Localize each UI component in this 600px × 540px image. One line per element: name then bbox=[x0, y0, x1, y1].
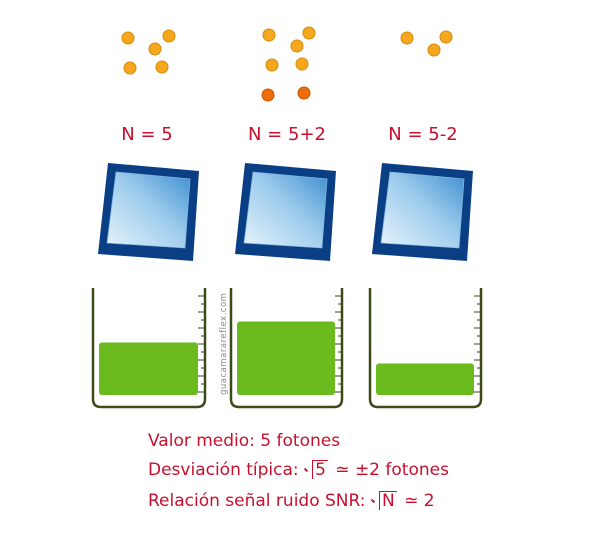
sensor-1 bbox=[98, 163, 199, 261]
sqrt-radicand: 5 bbox=[312, 460, 328, 479]
photon bbox=[265, 58, 279, 72]
photons-group-2 bbox=[261, 26, 316, 102]
bucket-1 bbox=[91, 288, 207, 409]
photon bbox=[427, 43, 441, 57]
label-n-col1: N = 5 bbox=[121, 124, 173, 145]
photon bbox=[439, 30, 453, 44]
sqrt-symbol: N bbox=[371, 491, 397, 511]
photon bbox=[400, 31, 414, 45]
caption-stddev-prefix: Desviación típica: bbox=[148, 460, 305, 480]
photon-extra bbox=[261, 88, 275, 102]
caption-snr-suffix: ≃ 2 bbox=[398, 491, 435, 511]
photon bbox=[155, 60, 169, 74]
caption-stddev-suffix: ≃ ±2 fotones bbox=[329, 460, 449, 480]
photons-group-3 bbox=[400, 30, 453, 57]
caption-mean: Valor medio: 5 fotones bbox=[148, 431, 341, 451]
photon bbox=[121, 31, 135, 45]
bucket-fill bbox=[376, 363, 474, 395]
caption-snr: Relación señal ruido SNR: N ≃ 2 bbox=[148, 491, 435, 511]
photon bbox=[262, 28, 276, 42]
caption-snr-prefix: Relación señal ruido SNR: bbox=[148, 491, 371, 511]
sensor-3 bbox=[372, 163, 473, 261]
photon bbox=[290, 39, 304, 53]
photon bbox=[295, 57, 309, 71]
photon bbox=[148, 42, 162, 56]
photon bbox=[302, 26, 316, 40]
watermark: guacamarareflex.com bbox=[219, 292, 229, 395]
label-n-col3: N = 5-2 bbox=[388, 124, 458, 145]
label-n-col2: N = 5+2 bbox=[248, 124, 326, 145]
bucket-fill bbox=[99, 342, 198, 395]
sqrt-radicand: N bbox=[378, 491, 397, 510]
bucket-fill bbox=[237, 321, 335, 395]
photon bbox=[123, 61, 137, 75]
bucket-3 bbox=[368, 288, 483, 409]
sensor-2 bbox=[235, 163, 336, 261]
photons-group-1 bbox=[121, 29, 176, 75]
photon-extra bbox=[297, 86, 311, 100]
photon bbox=[162, 29, 176, 43]
bucket-2 bbox=[229, 288, 344, 409]
caption-stddev: Desviación típica: 5 ≃ ±2 fotones bbox=[148, 460, 449, 480]
sqrt-symbol: 5 bbox=[304, 460, 328, 480]
